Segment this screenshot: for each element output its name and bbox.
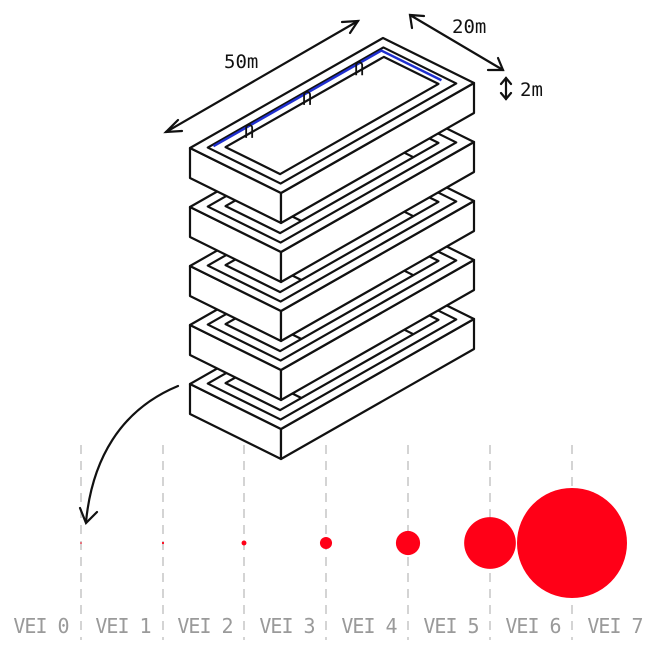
eruption-bubbles (80, 488, 627, 598)
vei-label: VEI 1 (95, 614, 150, 638)
height-arrowhead-bottom (499, 91, 513, 101)
eruption-bubble-vei-6 (464, 517, 516, 569)
vei-label: VEI 6 (505, 614, 560, 638)
eruption-bubble-vei-3 (241, 540, 247, 546)
vei-label: VEI 4 (341, 614, 397, 638)
eruption-bubble-vei-4 (319, 536, 333, 550)
width-arrowhead-left (408, 13, 426, 30)
eruption-bubble-vei-5 (395, 530, 421, 556)
pointer-arrowhead (78, 506, 99, 525)
pump-post-icon (303, 91, 311, 105)
length-label: 50m (224, 51, 258, 73)
eruption-bubble-vei-2 (161, 541, 165, 545)
vei-labels: VEI 0 VEI 1 VEI 2 VEI 3 VEI 4 VEI 5 VEI 6 VEI 7 (13, 614, 643, 638)
pump-post-icon (245, 124, 254, 138)
width-arrow (408, 13, 505, 72)
eruption-bubble-vei-1 (80, 542, 82, 544)
vei-label: VEI 7 (587, 614, 642, 638)
eruption-bubble-vei-7 (517, 488, 627, 598)
water-line (212, 49, 442, 148)
length-arrowhead-right (340, 19, 361, 35)
length-arrow (164, 19, 360, 134)
length-arrowhead-left (163, 118, 184, 134)
tray-basin (224, 55, 440, 176)
vei-label: VEI 3 (259, 614, 314, 638)
pump-post-icon (355, 61, 364, 76)
vei-label: VEI 0 (13, 614, 68, 638)
vei-label: VEI 5 (423, 614, 478, 638)
height-label: 2m (520, 79, 543, 101)
tray-1 (188, 36, 476, 225)
vei-label: VEI 2 (177, 614, 232, 638)
width-arrowhead-right (486, 56, 505, 72)
tray-stack (188, 36, 476, 461)
pointer-arrow (84, 384, 180, 524)
height-arrowhead-top (499, 76, 513, 86)
dimension-annotations (78, 13, 513, 525)
width-label: 20m (452, 16, 486, 38)
